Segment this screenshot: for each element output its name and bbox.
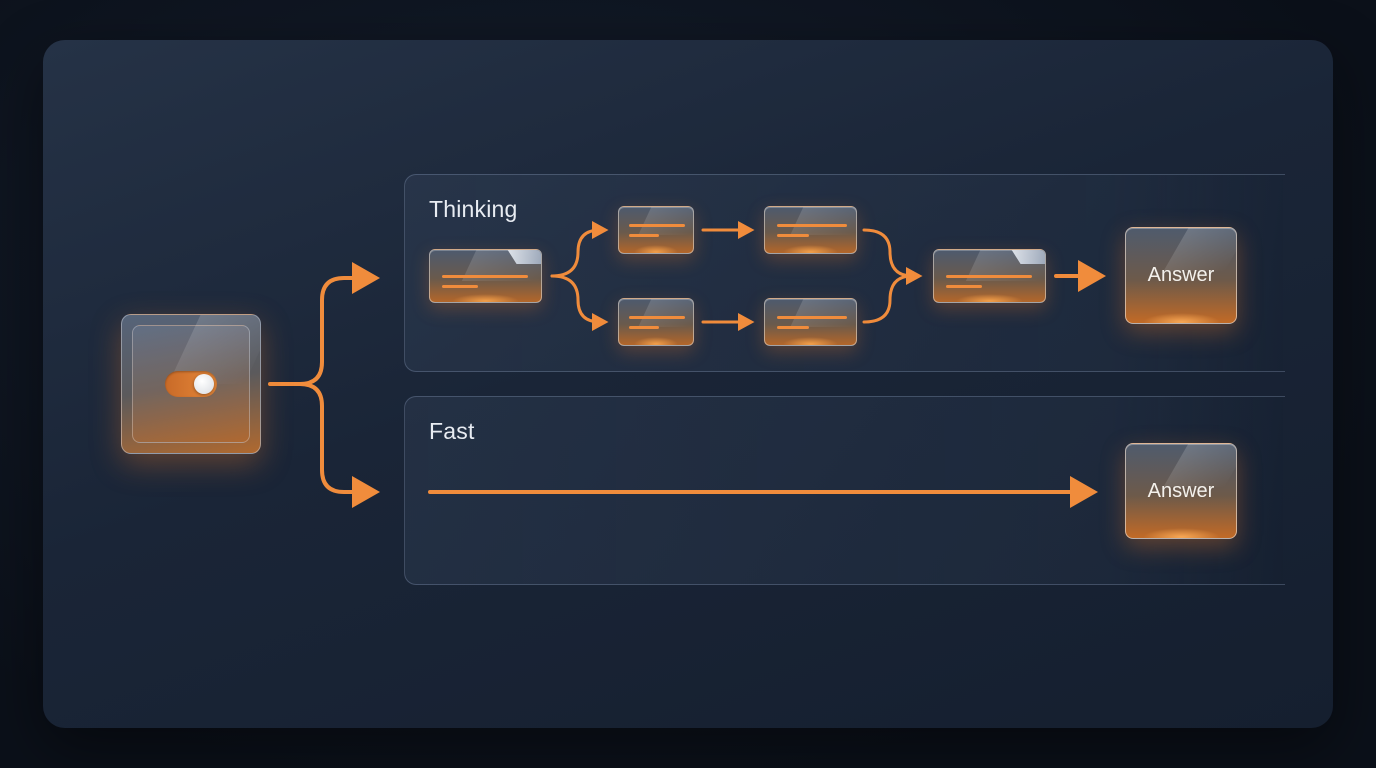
thinking-answer-card: Answer (1125, 227, 1237, 324)
toggle-output-wire-fast (298, 382, 380, 508)
thinking-input-card (429, 249, 542, 303)
merge-wire-top (862, 228, 923, 285)
thinking-answer-label: Answer (1147, 264, 1215, 286)
toggle-knob (194, 374, 214, 394)
thinking-step-card-bottom-1 (618, 298, 694, 346)
thinking-step-card-top-2 (764, 206, 857, 254)
split-wire-top (550, 221, 609, 278)
thinking-step-card-top-1 (618, 206, 694, 254)
thinking-merge-card (933, 249, 1046, 303)
toggle-switch-icon[interactable] (165, 371, 217, 397)
thinking-label: Thinking (429, 196, 518, 222)
split-wire-bottom (550, 274, 609, 331)
fast-answer-card: Answer (1125, 443, 1237, 539)
toggle-output-wire (268, 262, 380, 386)
fast-answer-label: Answer (1147, 479, 1215, 502)
merge-wire-bottom (862, 274, 914, 324)
mode-toggle-card[interactable] (121, 314, 261, 454)
thinking-step-card-bottom-2 (764, 298, 857, 346)
fast-label: Fast (429, 418, 475, 444)
